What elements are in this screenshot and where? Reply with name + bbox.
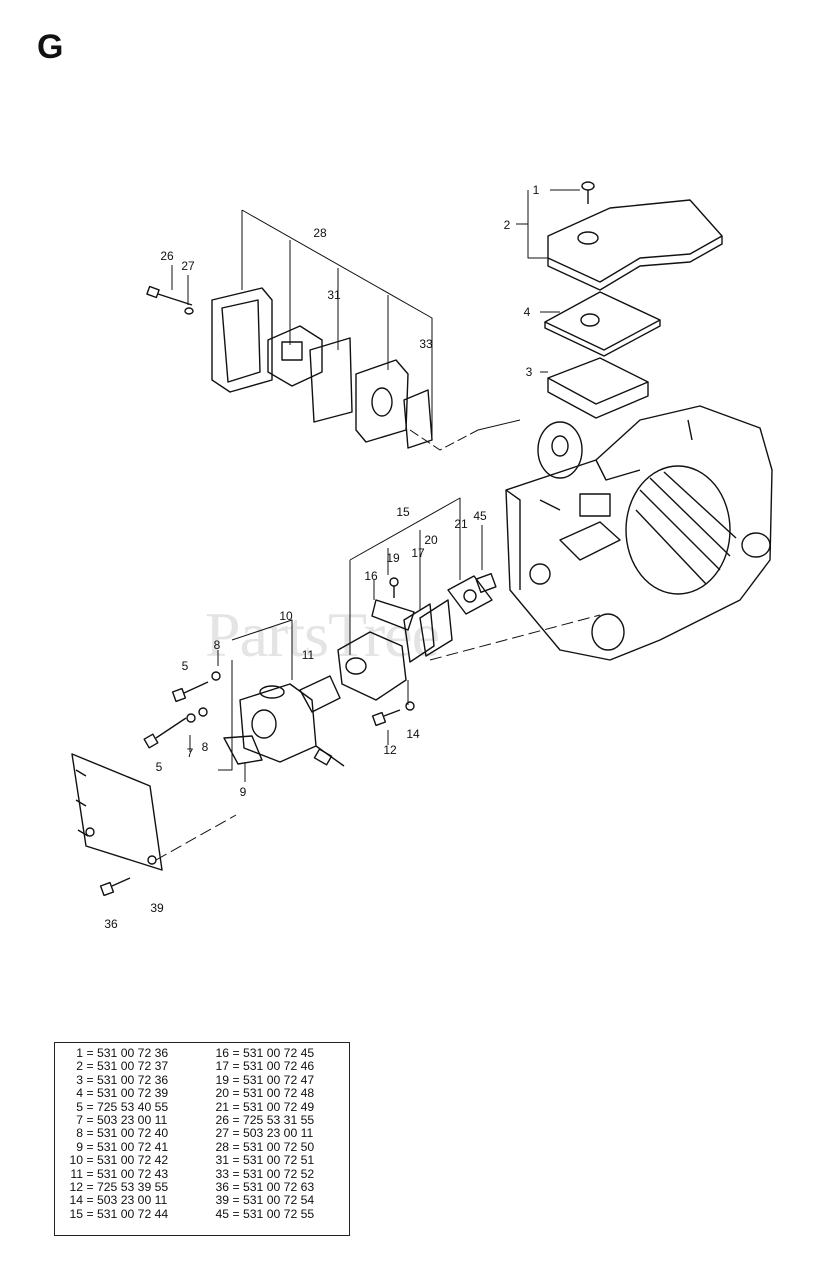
callout-9: 9: [240, 785, 247, 799]
parts-column-left: 1=531 00 72 36 2=531 00 72 37 3=531 00 7…: [61, 1046, 201, 1221]
callout-10: 10: [279, 609, 293, 623]
callout-17: 17: [411, 546, 425, 560]
bolt-part-26: [146, 285, 193, 306]
bolt-part-5a: [171, 681, 209, 703]
cylinder-cover-part-2: [547, 199, 723, 291]
callout-8b: 8: [202, 740, 209, 754]
callout-5a: 5: [182, 659, 189, 673]
gasket-part-20: [419, 599, 453, 657]
callout-5b: 5: [156, 760, 163, 774]
plate-part-16: [371, 599, 415, 631]
callout-2: 2: [504, 218, 511, 232]
callout-11: 11: [302, 648, 315, 662]
parts-row: 4=531 00 72 39: [76, 1086, 169, 1101]
parts-row: 14=503 23 00 11: [69, 1193, 168, 1208]
gasket-part-33b: [403, 389, 433, 449]
callout-21: 21: [454, 517, 468, 531]
muffler-plate-part-33: [355, 359, 409, 443]
parts-row: 17=531 00 72 46: [215, 1059, 315, 1074]
washer-part-14: [405, 701, 415, 711]
parts-row: 5=725 53 40 55: [76, 1099, 169, 1114]
callout-8a: 8: [214, 638, 221, 652]
callout-7: 7: [187, 746, 194, 760]
callout-27: 27: [181, 259, 195, 273]
screw-part-1: [581, 181, 595, 204]
parts-row: 2=531 00 72 37: [76, 1059, 169, 1074]
parts-row: 8=531 00 72 40: [76, 1126, 169, 1141]
parts-number-table: 1=531 00 72 36 2=531 00 72 37 3=531 00 7…: [54, 1042, 350, 1236]
parts-row: 33=531 00 72 52: [215, 1166, 315, 1181]
callout-labels: 1 2 4 3 26 27 28 31 33 15 45 21 20 17 19…: [104, 183, 539, 931]
callout-20: 20: [424, 533, 438, 547]
callout-4: 4: [524, 305, 531, 319]
parts-row: 10=531 00 72 42: [69, 1153, 169, 1168]
bolt-part-36: [99, 877, 131, 897]
callout-1: 1: [533, 183, 540, 197]
callout-16: 16: [364, 569, 378, 583]
leader-lines: [155, 189, 601, 861]
plate-part-4: [544, 291, 661, 357]
gasket-part-31: [309, 337, 353, 423]
parts-row: 3=531 00 72 36: [76, 1072, 169, 1087]
parts-row: 20=531 00 72 48: [215, 1086, 315, 1101]
washer-part-8b: [198, 707, 208, 717]
muffler-inner-part: [267, 325, 323, 387]
parts-row: 27=503 23 00 11: [215, 1126, 314, 1141]
section-letter: G: [37, 28, 64, 66]
parts-row: 16=531 00 72 45: [215, 1046, 315, 1060]
parts-row: 21=531 00 72 49: [215, 1099, 315, 1114]
callout-39: 39: [150, 901, 164, 915]
callout-19: 19: [386, 551, 400, 565]
screw-part-12: [371, 709, 401, 727]
bolt-part-5b: [143, 717, 187, 749]
parts-row: 26=725 53 31 55: [215, 1112, 315, 1127]
parts-row: 7=503 23 00 11: [76, 1112, 168, 1127]
clip-part-45: [475, 572, 497, 594]
callout-45: 45: [473, 509, 487, 523]
filter-part-3: [547, 357, 649, 419]
parts-row: 45=531 00 72 55: [215, 1206, 315, 1221]
callout-14: 14: [406, 727, 420, 741]
callout-31: 31: [327, 288, 341, 302]
intake-gasket-part-21: [447, 575, 493, 615]
callout-36: 36: [104, 917, 118, 931]
callout-33: 33: [419, 337, 433, 351]
washer-part-7: [186, 713, 196, 723]
parts-row: 36=531 00 72 63: [215, 1179, 315, 1194]
parts-row: 28=531 00 72 50: [215, 1139, 315, 1154]
parts-row: 11=531 00 72 43: [70, 1166, 169, 1181]
parts-row: 9=531 00 72 41: [76, 1139, 169, 1154]
callout-28: 28: [313, 226, 327, 240]
parts-row: 19=531 00 72 47: [215, 1072, 315, 1087]
parts-row: 15=531 00 72 44: [69, 1206, 169, 1221]
engine-crankcase: [505, 405, 773, 661]
bolt-part-19: [389, 577, 399, 598]
parts-row: 1=531 00 72 36: [76, 1046, 169, 1060]
washer-part-8a: [211, 671, 221, 681]
spacer-part-17: [403, 603, 435, 663]
callout-26: 26: [160, 249, 174, 263]
intake-manifold-part-11: [337, 631, 407, 701]
callout-12: 12: [383, 743, 397, 757]
muffler-housing-part-28: [211, 287, 273, 393]
carburetor: [239, 683, 345, 767]
gasket-part-10: [299, 675, 341, 713]
callout-15: 15: [396, 505, 410, 519]
parts-row: 39=531 00 72 54: [215, 1193, 315, 1208]
parts-column-right: 16=531 00 72 45 17=531 00 72 46 19=531 0…: [207, 1046, 347, 1221]
parts-row: 31=531 00 72 51: [215, 1153, 315, 1168]
cover-plate-part-39: [71, 753, 163, 871]
callout-3: 3: [526, 365, 533, 379]
bracket-part-9: [223, 735, 263, 765]
washer-part-27: [184, 307, 194, 315]
parts-row: 12=725 53 39 55: [69, 1179, 169, 1194]
